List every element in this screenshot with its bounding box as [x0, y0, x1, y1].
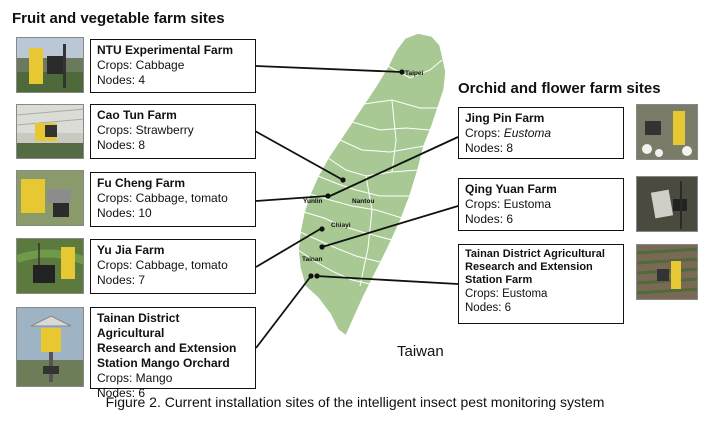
farm-nodes: Nodes: 6: [97, 386, 146, 400]
farm-name-line-2: Research and Extension: [97, 341, 237, 355]
city-label-taipei: Taipei: [405, 70, 423, 77]
farm-crops: Crops: Cabbage, tomato: [97, 258, 228, 272]
city-label-tainan: Tainan: [302, 256, 322, 263]
photo-tainan-mango-orchard: [16, 307, 84, 387]
leader-fu-cheng: [255, 195, 328, 202]
map-label: Taiwan: [397, 343, 444, 360]
leader-yu-jia: [255, 227, 323, 268]
farm-name-line-3: Station Mango Orchard: [97, 356, 230, 370]
photo-jing-pin-farm: [636, 104, 698, 160]
photo-qing-yuan-farm: [636, 176, 698, 232]
site-dots: [308, 69, 405, 279]
card-fu-cheng-farm: Fu Cheng Farm Crops: Cabbage, tomato Nod…: [90, 172, 256, 227]
farm-name: NTU Experimental Farm: [97, 43, 234, 57]
card-yu-jia-farm: Yu Jia Farm Crops: Cabbage, tomato Nodes…: [90, 239, 256, 294]
farm-nodes: Nodes: 8: [465, 141, 514, 155]
farm-name: Yu Jia Farm: [97, 243, 165, 257]
farm-name-line-1: Tainan District Agricultural: [465, 248, 605, 260]
photo-ntu-farm: [16, 37, 84, 93]
card-ntu-farm: NTU Experimental Farm Crops: Cabbage Nod…: [90, 39, 256, 93]
farm-name-line-2: Research and Extension: [465, 261, 593, 273]
farm-crops: Crops: Eustoma: [465, 197, 552, 211]
leader-tainan-mango: [255, 275, 312, 349]
taiwan-island-shape: [297, 32, 447, 338]
farm-nodes: Nodes: 8: [97, 138, 146, 152]
farm-nodes: Nodes: 6: [465, 302, 512, 314]
farm-crops: Crops: Eustoma: [465, 288, 548, 300]
farm-nodes: Nodes: 10: [97, 206, 152, 220]
farm-crops: Crops: Cabbage: [97, 58, 185, 72]
farm-crops: Crops: Cabbage, tomato: [97, 191, 228, 205]
farm-name: Fu Cheng Farm: [97, 176, 186, 190]
figure-caption: Figure 2. Current installation sites of …: [105, 394, 605, 410]
site-dot-taipei: [399, 69, 405, 75]
photo-yu-jia-farm: [16, 238, 84, 294]
city-label-yunlin: Yunlin: [303, 198, 323, 205]
flower-sites-title: Orchid and flower farm sites: [458, 80, 661, 97]
farm-crops: Crops: Mango: [97, 371, 173, 385]
farm-name: Jing Pin Farm: [465, 111, 545, 125]
card-tainan-station-farm: Tainan District Agricultural Research an…: [458, 244, 624, 324]
site-dot-cao-tun: [340, 177, 346, 183]
farm-nodes: Nodes: 4: [97, 73, 146, 87]
farm-name: Qing Yuan Farm: [465, 182, 557, 196]
card-cao-tun-farm: Cao Tun Farm Crops: Strawberry Nodes: 8: [90, 104, 256, 159]
leader-ntu: [255, 65, 403, 73]
photo-fu-cheng-farm: [16, 170, 84, 226]
farm-name-line-1: Tainan District Agricultural: [97, 311, 180, 340]
site-dot-tainan-2: [314, 273, 320, 279]
card-qing-yuan-farm: Qing Yuan Farm Crops: Eustoma Nodes: 6: [458, 178, 624, 231]
photo-cao-tun-farm: [16, 104, 84, 159]
flower-leader-lines: [315, 136, 459, 285]
leader-jing-pin: [329, 136, 459, 197]
fruit-sites-title: Fruit and vegetable farm sites: [12, 10, 225, 27]
leader-cao-tun: [254, 130, 344, 181]
site-dot-tainan-1: [308, 273, 314, 279]
farm-crops: Crops: Eustoma: [465, 126, 617, 141]
farm-crops-value: Eustoma: [503, 126, 552, 140]
city-label-chiayi: Chiayi: [331, 222, 351, 229]
leader-tainan-farm: [315, 275, 459, 285]
site-dot-qing-yuan: [319, 244, 325, 250]
farm-crops: Crops: Strawberry: [97, 123, 194, 137]
leader-qing-yuan: [321, 205, 459, 248]
card-jing-pin-farm: Jing Pin Farm Crops: Eustoma Nodes: 8: [458, 107, 624, 159]
photo-tainan-station-farm: [636, 244, 698, 300]
site-dot-fu-cheng: [325, 193, 331, 199]
farm-nodes: Nodes: 7: [97, 273, 146, 287]
card-tainan-mango-orchard: Tainan District Agricultural Research an…: [90, 307, 256, 400]
city-label-nantou: Nantou: [352, 198, 374, 205]
farm-name: Cao Tun Farm: [97, 108, 177, 122]
farm-nodes: Nodes: 6: [465, 212, 514, 226]
farm-name-line-3: Station Farm: [465, 274, 533, 286]
site-dot-yu-jia: [319, 226, 325, 232]
fruit-leader-lines: [254, 65, 403, 349]
farm-crops-prefix: Crops:: [465, 126, 504, 140]
